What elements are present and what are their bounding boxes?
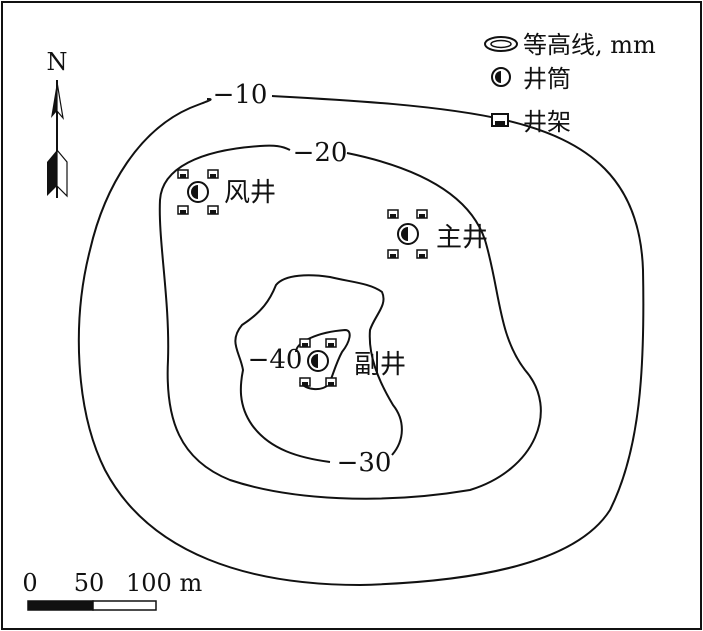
shaft-legend-icon [491, 67, 511, 87]
shaft-ventilation: 风井 [177, 169, 276, 215]
headframe-legend-icon [491, 113, 509, 127]
scale-tick-0: 0 [22, 569, 37, 597]
headframe-icon [299, 338, 337, 387]
scale-bar-open-segment [92, 600, 157, 611]
shaft-icon [187, 181, 209, 203]
contour-label--20: −20 [293, 138, 348, 168]
shaft-auxiliary: 副井 [299, 338, 406, 387]
north-arrow-tail-icon [47, 150, 57, 196]
contour-line--10 [77, 95, 645, 587]
shaft-label-ventilation: 风井 [224, 178, 276, 208]
headframe-icon [387, 209, 428, 259]
legend: 等高线, mm 井筒 井架 [484, 31, 656, 136]
north-arrow-head-icon [51, 82, 57, 118]
shaft-icon [307, 350, 329, 372]
legend-shaft-label: 井筒 [523, 65, 571, 93]
scale-tick-50: 50 [74, 569, 105, 597]
contour-label--40: −40 [248, 345, 303, 375]
legend-contour-label: 等高线, mm [523, 31, 656, 59]
scale-bar-filled-segment [27, 600, 94, 611]
contour-legend-icon [484, 36, 518, 52]
contour-line--20 [158, 144, 542, 500]
legend-headframe-label: 井架 [523, 108, 571, 136]
contour-line--30 [234, 274, 403, 463]
scale-bar: 0 50 100 m [22, 569, 202, 611]
shaft-icon [397, 223, 419, 245]
contour-label--10: −10 [213, 80, 268, 110]
shaft-label-auxiliary: 副井 [354, 350, 406, 380]
contour-line--40 [295, 328, 351, 390]
contour-label--30: −30 [337, 448, 392, 478]
shaft-label-main: 主井 [436, 223, 488, 253]
north-arrow: N [47, 48, 68, 198]
headframe-icon [177, 169, 219, 215]
shaft-main: 主井 [387, 209, 488, 259]
scale-tick-100: 100 m [126, 569, 202, 597]
north-label: N [47, 48, 68, 76]
